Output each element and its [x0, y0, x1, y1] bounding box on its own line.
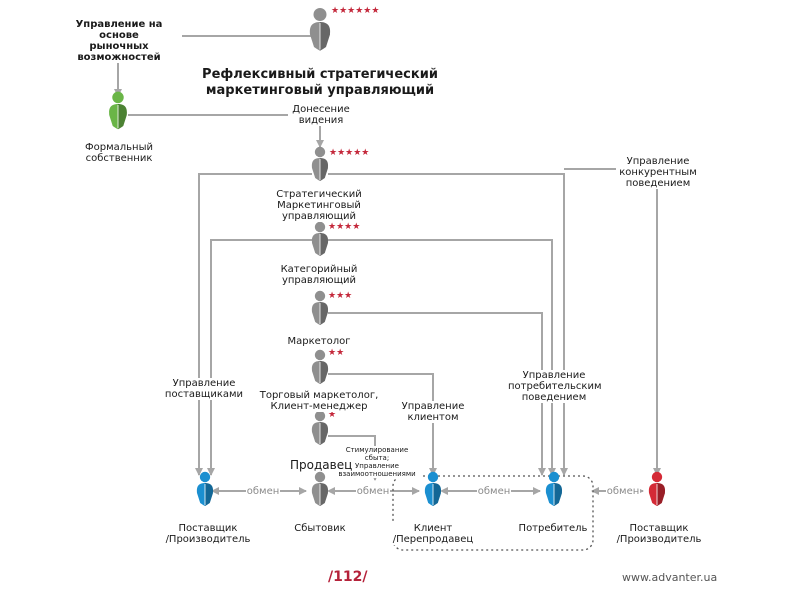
- supplier-left-body-right: [205, 483, 214, 506]
- people-icons: [109, 8, 666, 506]
- strategic-manager-head: [314, 146, 326, 158]
- competitive-behavior-label: Управление конкурентным поведением: [616, 156, 700, 189]
- category-manager-icon: [311, 221, 329, 256]
- supplier-left-icon: [196, 471, 214, 506]
- seller-body-left: [311, 422, 320, 445]
- formal-owner-body-left: [109, 104, 118, 130]
- rank-stars-strategic: ★★★★★: [329, 148, 370, 158]
- category-manager-label: Категорийный управляющий: [272, 264, 366, 286]
- marketer-body-right: [320, 302, 329, 325]
- connector-seller-to-promo: [328, 435, 376, 448]
- category-manager-body-right: [320, 233, 329, 256]
- connector-lines: [114, 35, 661, 495]
- marketer-head: [314, 290, 326, 302]
- exchange-label-2: обмен: [356, 486, 390, 497]
- seller-head: [314, 410, 326, 422]
- supplier-right-body-left: [648, 483, 657, 506]
- distributor-icon: [311, 471, 329, 506]
- rank-stars-trade: ★★: [328, 348, 345, 358]
- market-opportunity-label: Управление на основе рыночных возможност…: [56, 19, 182, 63]
- consumer-head: [548, 471, 560, 483]
- top-manager-head: [313, 8, 327, 21]
- rank-stars-seller: ★: [328, 410, 337, 420]
- supplier-right-head: [651, 471, 663, 483]
- supplier-left-head: [199, 471, 211, 483]
- supplier-right-body-right: [657, 483, 666, 506]
- rank-stars-marketer: ★★★: [328, 291, 353, 301]
- consumer-label: Потребитель: [515, 523, 591, 534]
- rank-stars-category: ★★★★: [328, 222, 361, 232]
- supplier-left-body-left: [196, 483, 205, 506]
- consumer-body-left: [545, 483, 554, 506]
- formal-owner-body-right: [118, 104, 127, 130]
- category-manager-body-left: [311, 233, 320, 256]
- distributor-body-right: [320, 483, 329, 506]
- strategic-manager-label: Стратегический Маркетинговый управляющий: [268, 189, 370, 222]
- seller-body-right: [320, 422, 329, 445]
- website-url: www.advanter.ua: [622, 571, 718, 584]
- strategic-manager-body-left: [311, 158, 320, 181]
- exchange-label-3: обмен: [477, 486, 511, 497]
- formal-owner-icon: [109, 91, 127, 130]
- exchange-label-4: обмен: [606, 486, 640, 497]
- consumer-body-right: [554, 483, 563, 506]
- distributor-head: [314, 471, 326, 483]
- sales-promotion-label: Стимулирование сбыта; Управление взаимоо…: [334, 446, 420, 478]
- client-consumer-group-box: [392, 475, 594, 551]
- formal-owner-head: [112, 91, 124, 104]
- client-body-left: [424, 483, 433, 506]
- client-icon: [424, 471, 442, 506]
- top-manager-body-right: [320, 22, 331, 51]
- client-management-label: Управление клиентом: [398, 401, 468, 423]
- category-manager-head: [314, 221, 326, 233]
- client-body-right: [433, 483, 442, 506]
- marketer-icon: [311, 290, 329, 325]
- trade-marketer-body-right: [320, 361, 329, 384]
- client-label: Клиент /Перепродавец: [388, 523, 478, 545]
- client-head: [427, 471, 439, 483]
- connector-strategic-to-supplier: [195, 173, 312, 476]
- consumer-behavior-label: Управление потребительским поведением: [508, 370, 602, 403]
- exchange-label-1: обмен: [246, 486, 280, 497]
- supplier-right-icon: [648, 471, 666, 506]
- trade-marketer-label: Торговый маркетолог, Клиент-менеджер: [258, 390, 380, 412]
- trade-marketer-head: [314, 349, 326, 361]
- strategic-manager-icon: [311, 146, 329, 181]
- trade-marketer-icon: [311, 349, 329, 384]
- marketer-body-left: [311, 302, 320, 325]
- rank-stars-top: ★★★★★★: [331, 6, 380, 16]
- formal-owner-label: Формальный собственник: [76, 142, 162, 164]
- strategic-manager-body-right: [320, 158, 329, 181]
- distributor-body-left: [311, 483, 320, 506]
- page-number: /112/: [328, 569, 368, 585]
- vision-label: Донесение видения: [288, 104, 354, 126]
- seller-label: Продавец: [290, 458, 353, 472]
- consumer-icon: [545, 471, 563, 506]
- top-manager-icon: [309, 8, 331, 51]
- supplier-right-label: Поставщик /Производитель: [616, 523, 702, 545]
- supplier-management-label: Управление поставщиками: [163, 378, 245, 400]
- marketer-label: Маркетолог: [284, 336, 354, 347]
- supplier-left-label: Поставщик /Производитель: [163, 523, 253, 545]
- distributor-label: Сбытовик: [288, 523, 352, 534]
- trade-marketer-body-left: [311, 361, 320, 384]
- connector-marketer-to-consumer: [328, 312, 546, 476]
- connector-trade-to-client: [328, 373, 437, 476]
- top-manager-body-left: [309, 22, 320, 51]
- diagram-title: Рефлексивный стратегический маркетинговы…: [202, 67, 438, 98]
- seller-icon: [311, 410, 329, 445]
